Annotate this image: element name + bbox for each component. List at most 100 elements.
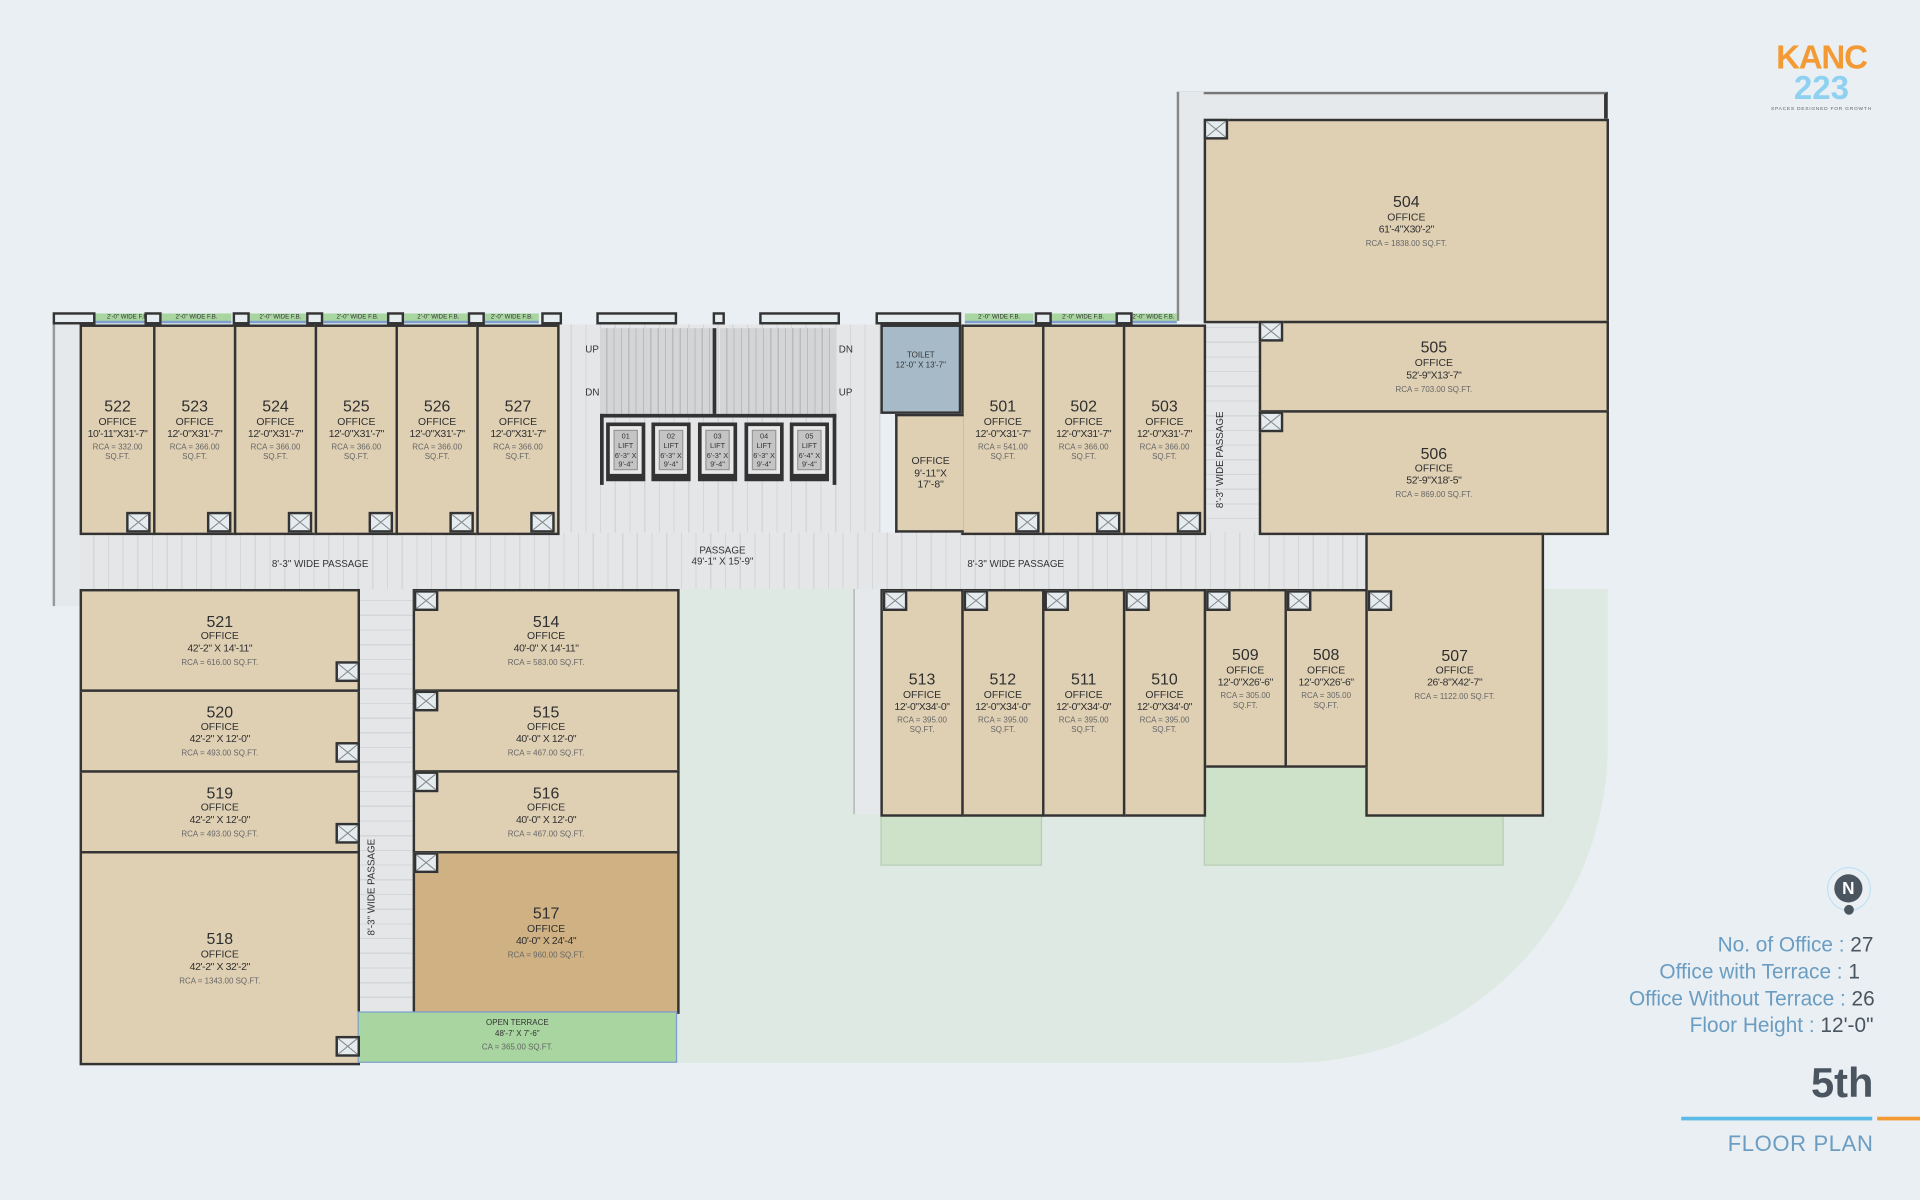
fb-strip: 2'-0" WIDE F.B. — [1049, 313, 1117, 324]
office-area: RCA = 366.00 SQ.FT. — [1058, 443, 1109, 462]
north-wall — [1176, 91, 1204, 321]
office-size: 52'-9"X13'-7" — [1406, 368, 1462, 381]
office-size: 12'-0"X34'-0" — [1056, 699, 1112, 713]
fb-strip: 2'-0" WIDE F.B. — [484, 313, 539, 324]
office-number: 505 — [1420, 337, 1448, 357]
office-area: RCA = 366.00 SQ.FT. — [1139, 443, 1190, 462]
shaft-icon — [963, 590, 989, 612]
office-type: OFFICE — [911, 454, 950, 467]
lift-size: 6'-3" X 9'-4" — [753, 452, 775, 470]
stair-direction: DN — [585, 386, 600, 398]
toilet-size: 12'-0" X 13'-7" — [895, 361, 946, 371]
shaft-icon — [413, 771, 439, 793]
office-size: 12'-0"X31'-7" — [328, 426, 385, 439]
office-number: 501 — [989, 396, 1017, 415]
west-passage — [357, 588, 413, 1012]
office-number: 518 — [206, 929, 234, 948]
shaft-icon — [368, 511, 394, 533]
stat-label: No. of Office : — [1717, 933, 1845, 957]
office-number: 502 — [1070, 396, 1097, 415]
stat-label: Office with Terrace : — [1659, 960, 1843, 984]
office-area: RCA = 366.00 SQ.FT. — [412, 443, 463, 462]
lift-label: LIFT — [801, 443, 817, 451]
office-number: 513 — [908, 669, 936, 688]
office-area: RCA = 493.00 SQ.FT. — [181, 749, 259, 758]
office-type: OFFICE — [1145, 414, 1184, 428]
office-size: 10'-11"X31'-7" — [87, 426, 148, 439]
shaft-icon — [1176, 511, 1202, 533]
office-size: 12'-0"X31'-7" — [1056, 426, 1112, 439]
stat-offices: No. of Office : 27 — [1718, 933, 1874, 957]
lift-size: 6'-4" X 9'-4" — [798, 452, 821, 470]
stat-label: Floor Height : — [1689, 1013, 1815, 1038]
shaft-icon — [126, 511, 151, 533]
stair-direction: UP — [838, 386, 853, 398]
office-size: 42'-2" X 14'-11" — [187, 641, 253, 655]
compass-dot — [1844, 904, 1854, 915]
window-frame — [386, 312, 405, 325]
green-patch — [880, 814, 1043, 866]
logo-tagline: SPACES DESIGNED FOR GROWTH — [1770, 105, 1872, 112]
office-number: 522 — [104, 396, 131, 415]
fb-strip: 2'-0" WIDE F.B. — [1130, 313, 1177, 324]
office-type: OFFICE — [1414, 356, 1453, 369]
passage-label: 8'-3" WIDE PASSAGE — [366, 838, 378, 936]
lift-no: 01 — [621, 433, 630, 441]
stat-value: 12'-0" — [1820, 1013, 1874, 1038]
office-area: RCA = 493.00 SQ.FT. — [181, 830, 259, 839]
shaft-icon — [335, 822, 361, 844]
office-number: 517 — [532, 903, 560, 923]
lift-no: 02 — [666, 433, 676, 441]
office-size: 40'-0" X 24'-4" — [515, 933, 577, 947]
wall-strip — [853, 588, 881, 815]
stair-direction: UP — [585, 344, 599, 356]
office-type: OFFICE — [527, 922, 566, 935]
office-number: 506 — [1420, 443, 1448, 463]
shaft-icon — [1015, 511, 1040, 533]
shaft-icon — [1095, 511, 1121, 533]
fb-strip: 2'-0" WIDE F.B. — [161, 313, 232, 324]
north-wall — [1176, 91, 1608, 119]
office-size: 40'-0" X 12'-0" — [515, 813, 577, 826]
office-type: OFFICE — [418, 414, 457, 428]
office-size: 12'-0"X26'-6" — [1298, 675, 1355, 688]
office-type: OFFICE — [200, 947, 239, 960]
